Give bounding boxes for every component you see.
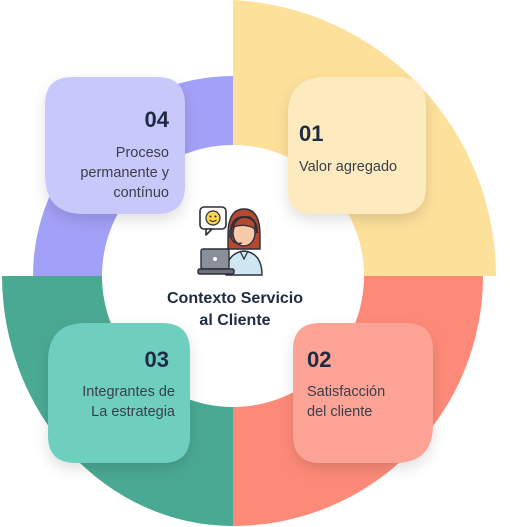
card-04-line-3: contínuo	[113, 185, 169, 201]
card-01	[288, 77, 426, 214]
center-title: Contexto Servicio al Cliente	[140, 288, 330, 332]
card-03-number: 03	[145, 347, 169, 372]
card-04-line-1: Proceso	[116, 145, 169, 161]
card-03-line-1: Integrantes de	[82, 384, 175, 400]
card-03-line-2: La estrategia	[91, 404, 176, 420]
card-01-number: 01	[299, 121, 323, 146]
center-title-line-1: Contexto Servicio	[166, 290, 304, 307]
card-02-line-2: del cliente	[307, 404, 372, 420]
customer-service-agent-icon	[197, 206, 263, 276]
card-04	[45, 77, 185, 214]
card-01-line-1: Valor agregado	[299, 159, 397, 175]
card-03	[48, 323, 190, 463]
card-04-number: 04	[145, 107, 170, 132]
card-02	[293, 323, 433, 463]
card-02-number: 02	[307, 347, 331, 372]
card-02-line-1: Satisfacción	[307, 384, 385, 400]
card-04-line-2: permanente y	[80, 165, 169, 181]
center-title-line-2: al Cliente	[199, 312, 271, 329]
